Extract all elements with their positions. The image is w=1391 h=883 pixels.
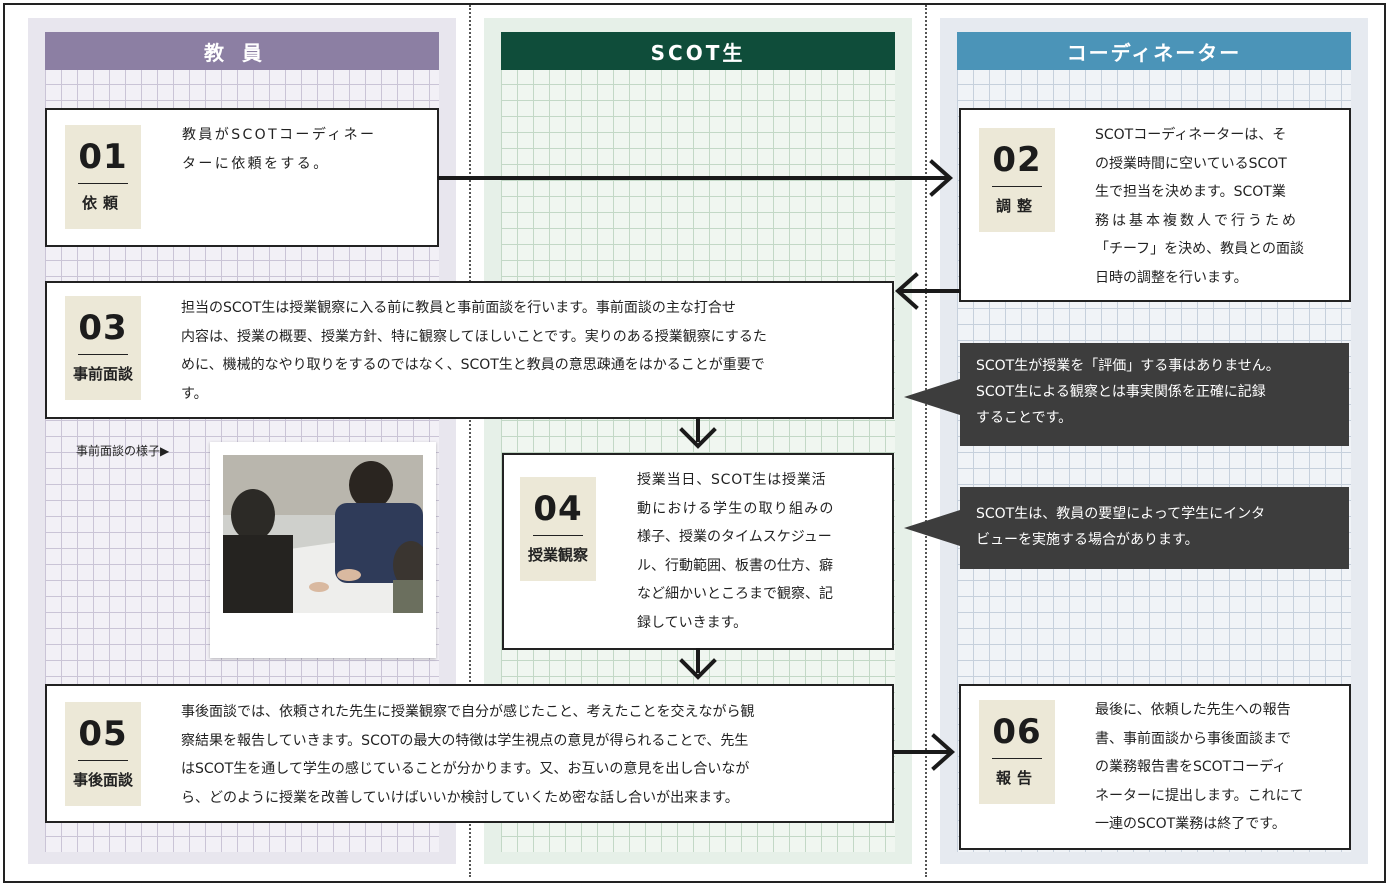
- teacher-column-header: 教員: [45, 32, 439, 70]
- text-line: 日時の調整を行います。: [1095, 269, 1248, 286]
- step-04-description: 授業当日、SCOT生は授業活 動における学生の取り組みの 様子、授業のタイムスケ…: [637, 466, 835, 637]
- text-line: SCOT生が授業を「評価」する事はありません。: [976, 358, 1280, 374]
- step-number: 05: [78, 714, 128, 754]
- photo-card: [210, 442, 436, 658]
- badge-rule: [78, 760, 128, 761]
- text-line: 生で担当を決めます。SCOT業: [1095, 184, 1286, 200]
- step-label: 依頼: [81, 194, 124, 212]
- step-label: 授業観察: [527, 546, 588, 564]
- step-01-badge: 01 依頼: [65, 125, 141, 229]
- text-line: の授業時間に空いているSCOT: [1095, 155, 1287, 172]
- text-line: SCOTコーディネーターは、そ: [1095, 127, 1287, 143]
- text-line: 授業当日、SCOT生は授業活: [637, 472, 827, 488]
- text-line: ネーターに提出します。これにて: [1095, 787, 1304, 804]
- step-number: 01: [78, 137, 128, 177]
- step-number: 03: [78, 308, 128, 348]
- step-03-box: 03 事前面談 担当のSCOT生は授業観察に入る前に教員と事前面談を行います。事…: [45, 281, 894, 419]
- text-line: めに、機械的なやり取りをするのではなく、SCOT生と教員の意思疎通をはかることが…: [181, 357, 765, 373]
- step-number: 04: [533, 489, 583, 529]
- text-line: ル、行動範囲、板書の仕方、癖: [637, 557, 833, 574]
- text-line: SCOT生は、教員の要望によって学生にインタ: [976, 506, 1266, 522]
- text-line: 務は基本複数人で行うため: [1095, 212, 1299, 229]
- step-01-description: 教員がSCOTコーディネー ターに依頼をする。: [182, 121, 376, 178]
- photo-caption: 事前面談の様子▶: [76, 444, 170, 458]
- step-label: 報告: [995, 769, 1038, 787]
- text-line: ビューを実施する場合があります。: [976, 532, 1199, 548]
- text-line: 動における学生の取り組みの: [637, 500, 835, 517]
- note-1-pointer: [904, 379, 960, 415]
- badge-rule: [78, 354, 128, 355]
- step-number: 02: [992, 140, 1042, 180]
- text-line: など細かいところまで観察、記: [637, 586, 833, 602]
- step-06-box: 06 報告 最後に、依頼した先生への報告 書、事前面談から事後面談まで の業務報…: [959, 684, 1351, 850]
- text-line: することです。: [976, 410, 1073, 426]
- step-03-badge: 03 事前面談: [65, 296, 141, 400]
- badge-rule: [78, 183, 128, 184]
- text-line: 教員がSCOTコーディネー: [182, 127, 377, 143]
- badge-rule: [992, 758, 1042, 759]
- coordinator-column-header: コーディネーター: [957, 32, 1351, 70]
- step-06-badge: 06 報告: [979, 700, 1055, 804]
- note-interview: SCOT生は、教員の要望によって学生にインタ ビューを実施する場合があります。: [960, 487, 1349, 569]
- text-line: ら、どのように授業を改善していけばいいか検討していくため密な話し合いが出来ます。: [181, 789, 739, 806]
- badge-rule: [992, 186, 1042, 187]
- text-line: 録していきます。: [637, 614, 748, 631]
- text-line: 内容は、授業の概要、授業方針、特に観察してほしいことです。実りのある授業観察にす…: [181, 328, 767, 345]
- badge-rule: [533, 535, 583, 536]
- text-line: はSCOT生を通して学生の感じていることが分かります。又、お互いの意見を出し合い…: [181, 761, 750, 777]
- meeting-photo: [223, 455, 423, 613]
- step-05-description: 事後面談では、依頼された先生に授業観察で自分が感じたこと、考えたことを交えながら…: [181, 698, 754, 812]
- step-02-description: SCOTコーディネーターは、そ の授業時間に空いているSCOT 生で担当を決めま…: [1095, 121, 1304, 292]
- step-04-badge: 04 授業観察: [520, 477, 596, 581]
- step-label: 事後面談: [72, 771, 133, 789]
- text-line: 最後に、依頼した先生への報告: [1095, 702, 1291, 718]
- column-divider: [469, 5, 471, 877]
- text-line: SCOT生による観察とは事実関係を正確に記録: [976, 384, 1266, 400]
- scot-column-header: SCOT生: [501, 32, 895, 70]
- note-2-pointer: [904, 510, 960, 546]
- text-line: 書、事前面談から事後面談まで: [1095, 730, 1291, 747]
- step-03-description: 担当のSCOT生は授業観察に入る前に教員と事前面談を行います。事前面談の主な打合…: [181, 294, 767, 408]
- note-evaluation: SCOT生が授業を「評価」する事はありません。 SCOT生による観察とは事実関係…: [960, 343, 1349, 446]
- text-line: 察結果を報告していきます。SCOTの最大の特徴は学生視点の意見が得られることで、…: [181, 732, 749, 749]
- step-02-badge: 02 調整: [979, 128, 1055, 232]
- step-05-box: 05 事後面談 事後面談では、依頼された先生に授業観察で自分が感じたこと、考えた…: [45, 684, 894, 823]
- text-line: 事後面談では、依頼された先生に授業観察で自分が感じたこと、考えたことを交えながら…: [181, 704, 755, 720]
- text-line: 「チーフ」を決め、教員との面談: [1095, 241, 1305, 257]
- text-line: 様子、授業のタイムスケジュー: [637, 529, 832, 545]
- column-divider: [925, 5, 927, 877]
- text-line: ターに依頼をする。: [182, 155, 330, 172]
- step-05-badge: 05 事後面談: [65, 702, 141, 806]
- text-line: の業務報告書をSCOTコーディ: [1095, 759, 1287, 775]
- step-02-box: 02 調整 SCOTコーディネーターは、そ の授業時間に空いているSCOT 生で…: [959, 108, 1351, 302]
- text-line: 一連のSCOT業務は終了です。: [1095, 816, 1286, 832]
- text-line: す。: [181, 385, 208, 402]
- step-04-box: 04 授業観察 授業当日、SCOT生は授業活 動における学生の取り組みの 様子、…: [502, 453, 894, 650]
- step-label: 調整: [995, 197, 1038, 215]
- step-label: 事前面談: [72, 365, 133, 383]
- text-line: 担当のSCOT生は授業観察に入る前に教員と事前面談を行います。事前面談の主な打合…: [181, 300, 736, 316]
- step-number: 06: [992, 712, 1042, 752]
- step-06-description: 最後に、依頼した先生への報告 書、事前面談から事後面談まで の業務報告書をSCO…: [1095, 696, 1304, 839]
